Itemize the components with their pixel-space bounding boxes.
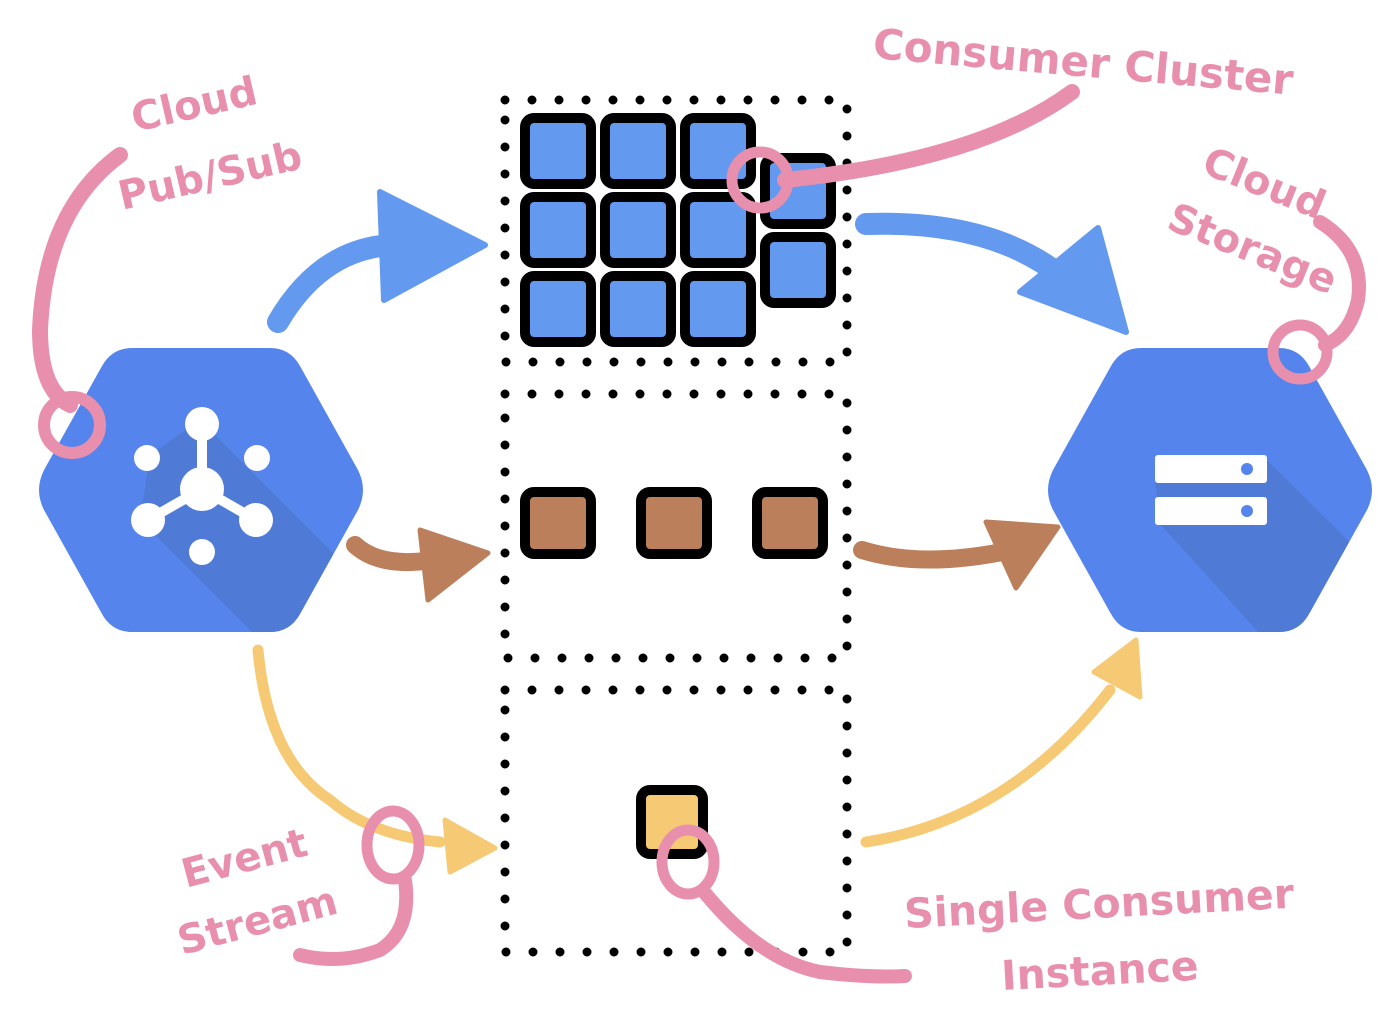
group-container — [500, 389, 852, 663]
label-pubsub-line1: Cloud — [127, 68, 262, 142]
consumer-cluster-instance[interactable] — [600, 271, 676, 347]
label-single-line1: Single Consumer — [903, 870, 1296, 938]
single-consumer-instance[interactable] — [636, 785, 708, 859]
consumer-cluster-instance[interactable] — [680, 271, 756, 347]
consumer-cluster-instance[interactable] — [600, 113, 676, 189]
arrow-group-to-storage — [853, 519, 1061, 591]
arrow-pubsub-to-group — [346, 527, 491, 603]
pubsub-hub-icon — [131, 407, 273, 565]
consumer-cluster-instance[interactable] — [680, 113, 756, 189]
consumer-cluster-instance[interactable] — [600, 192, 676, 268]
consumer-cluster-instance[interactable] — [680, 192, 756, 268]
consumer-group-instance[interactable] — [752, 487, 828, 559]
cluster-container — [500, 95, 852, 367]
consumer-cluster-instance[interactable] — [520, 113, 596, 189]
annotation-storage-pointer — [1267, 215, 1366, 385]
pubsub-node[interactable] — [39, 348, 420, 700]
annotation-stream-pointer — [293, 805, 425, 966]
arrow-cluster-to-storage — [855, 212, 1129, 335]
consumer-group-instance[interactable] — [520, 487, 596, 559]
label-consumer-cluster: Consumer Cluster — [871, 19, 1295, 105]
consumer-group-instance[interactable] — [636, 487, 712, 559]
storage-server-icon — [1155, 455, 1267, 525]
annotation-single-pointer — [656, 824, 912, 984]
storage-node[interactable] — [1048, 348, 1390, 700]
arrow-pubsub-to-cluster — [267, 189, 488, 333]
label-stream-line1: Event — [177, 820, 313, 898]
arrow-single-to-storage — [860, 637, 1143, 848]
consumer-instances — [520, 113, 836, 859]
consumer-cluster-instance[interactable] — [520, 271, 596, 347]
label-single-line2: Instance — [1000, 942, 1200, 1000]
arrow-pubsub-to-single — [252, 644, 498, 875]
annotation-cluster-pointer — [726, 84, 1080, 214]
label-pubsub-line2: Pub/Sub — [114, 133, 307, 220]
consumer-cluster-instance[interactable] — [520, 192, 596, 268]
single-container — [500, 685, 852, 957]
annotation-pubsub-pointer — [31, 147, 128, 459]
consumer-cluster-instance[interactable] — [760, 232, 836, 308]
